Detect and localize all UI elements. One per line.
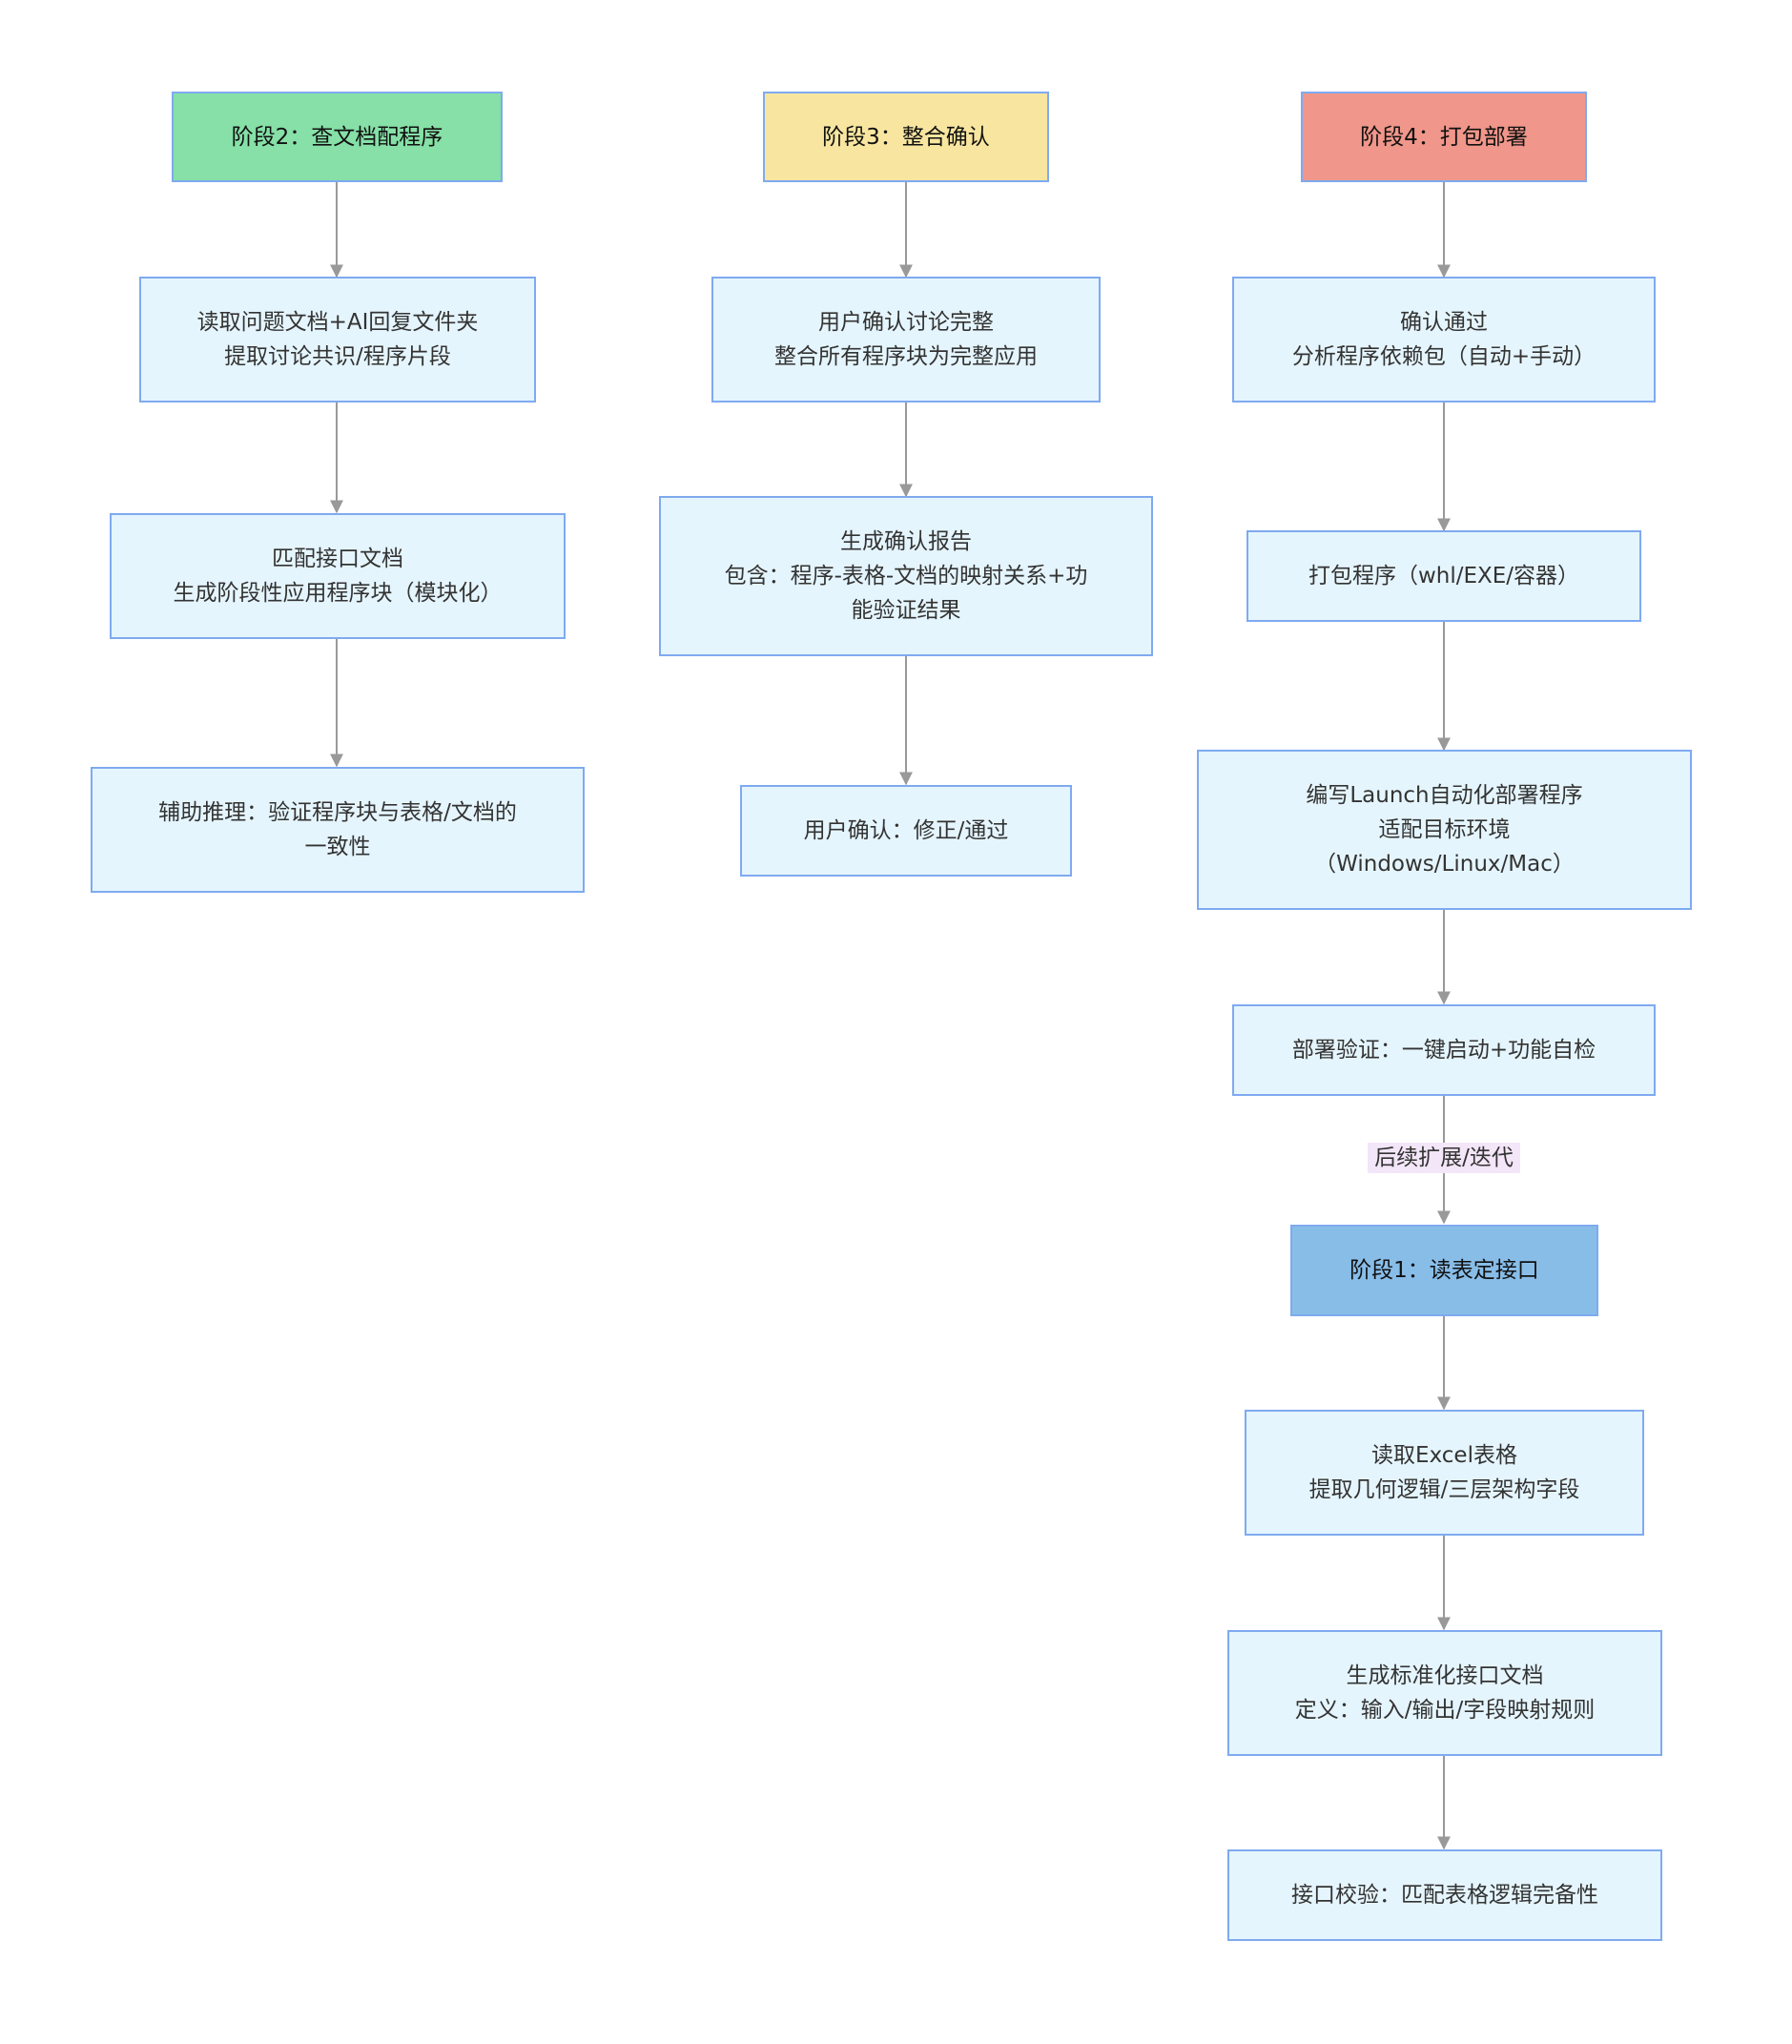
stage3-title-label: 阶段3：整合确认 xyxy=(822,124,990,150)
stage1-title-node: 阶段1：读表定接口 xyxy=(1290,1225,1598,1316)
stage1-step2-node: 生成标准化接口文档 定义：输入/输出/字段映射规则 xyxy=(1227,1630,1662,1756)
stage3-title-node: 阶段3：整合确认 xyxy=(763,92,1049,182)
stage4-title-node: 阶段4：打包部署 xyxy=(1301,92,1587,182)
stage1-step1-node: 读取Excel表格 提取几何逻辑/三层架构字段 xyxy=(1245,1410,1644,1536)
stage2-step3-node: 辅助推理：验证程序块与表格/文档的 一致性 xyxy=(91,767,585,893)
stage4-step2-label: 打包程序（whl/EXE/容器） xyxy=(1308,564,1580,588)
edge-label-iteration: 后续扩展/迭代 xyxy=(1368,1143,1520,1173)
stage3-step2-node: 生成确认报告 包含：程序-表格-文档的映射关系+功 能验证结果 xyxy=(659,496,1153,656)
stage3-step2-label: 生成确认报告 包含：程序-表格-文档的映射关系+功 能验证结果 xyxy=(724,529,1088,623)
stage4-step3-label: 编写Launch自动化部署程序 适配目标环境 （Windows/Linux/Ma… xyxy=(1306,783,1583,877)
stage2-step1-node: 读取问题文档+AI回复文件夹 提取讨论共识/程序片段 xyxy=(139,277,536,403)
stage2-step3-label: 辅助推理：验证程序块与表格/文档的 一致性 xyxy=(158,800,517,859)
stage2-step1-label: 读取问题文档+AI回复文件夹 提取讨论共识/程序片段 xyxy=(196,310,479,369)
stage3-step1-node: 用户确认讨论完整 整合所有程序块为完整应用 xyxy=(711,277,1101,403)
stage4-step1-label: 确认通过 分析程序依赖包（自动+手动） xyxy=(1291,310,1596,369)
stage3-step3-label: 用户确认：修正/通过 xyxy=(803,818,1009,843)
stage4-step4-node: 部署验证：一键启动+功能自检 xyxy=(1232,1004,1656,1096)
stage4-title-label: 阶段4：打包部署 xyxy=(1360,124,1528,150)
stage1-step3-node: 接口校验：匹配表格逻辑完备性 xyxy=(1227,1849,1662,1941)
stage4-step4-label: 部署验证：一键启动+功能自检 xyxy=(1291,1038,1596,1063)
stage1-step2-label: 生成标准化接口文档 定义：输入/输出/字段映射规则 xyxy=(1294,1663,1596,1723)
stage1-title-label: 阶段1：读表定接口 xyxy=(1349,1258,1539,1283)
stage1-step3-label: 接口校验：匹配表格逻辑完备性 xyxy=(1291,1883,1598,1908)
stage3-step1-label: 用户确认讨论完整 整合所有程序块为完整应用 xyxy=(774,310,1038,369)
stage2-step2-label: 匹配接口文档 生成阶段性应用程序块（模块化） xyxy=(173,547,503,606)
stage4-step2-node: 打包程序（whl/EXE/容器） xyxy=(1246,530,1641,622)
stage4-step3-node: 编写Launch自动化部署程序 适配目标环境 （Windows/Linux/Ma… xyxy=(1197,750,1692,910)
stage4-step1-node: 确认通过 分析程序依赖包（自动+手动） xyxy=(1232,277,1656,403)
stage2-title-node: 阶段2：查文档配程序 xyxy=(172,92,503,182)
stage2-title-label: 阶段2：查文档配程序 xyxy=(231,124,443,150)
stage1-step1-label: 读取Excel表格 提取几何逻辑/三层架构字段 xyxy=(1308,1443,1580,1502)
stage3-step3-node: 用户确认：修正/通过 xyxy=(740,785,1072,877)
stage2-step2-node: 匹配接口文档 生成阶段性应用程序块（模块化） xyxy=(110,513,566,639)
